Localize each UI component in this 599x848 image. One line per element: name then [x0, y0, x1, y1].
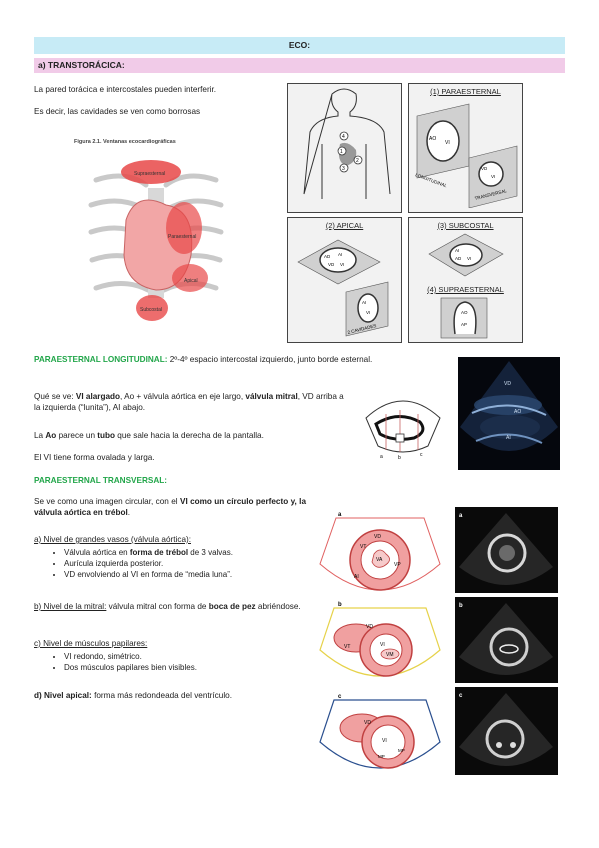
chamber-ai-2: AI: [362, 300, 366, 305]
level-a-title: a) Nivel de grandes vasos (válvula aórti…: [34, 535, 191, 544]
plong-paragraph-2: La Ao parece un tubo que sale hacia la d…: [34, 431, 264, 440]
list-item: VD envolviendo al VI en forma de “media …: [64, 569, 310, 580]
level-c-title: c) Nivel de músculos papilares:: [34, 639, 148, 648]
paraesternal-label: (1) PARAESTERNAL: [430, 87, 501, 96]
sc-label-vd: VD: [364, 720, 371, 726]
short-axis-diagram-a: a VT VD VA VP AI: [319, 512, 441, 591]
list-item: Dos músculos papilares bien visibles.: [64, 662, 310, 673]
subcostal-plane: AI AD VI: [428, 233, 504, 277]
chamber-vi: VI: [445, 140, 450, 146]
sb-label-vm: VM: [386, 652, 394, 658]
label-supraesternal: Supraesternal: [134, 171, 165, 177]
sb-label-vd: VD: [366, 624, 373, 630]
chamber-ao-2: AO: [461, 310, 468, 315]
window-number-3: 3: [342, 166, 345, 172]
label-apical: Apical: [184, 278, 198, 284]
panel-paraesternal: (1) PARAESTERNAL AO VI LONGITUDINAL VD V…: [408, 83, 523, 213]
sc-label-vi: VI: [382, 738, 387, 744]
sa-label-vp: VP: [394, 562, 401, 568]
plong-diagram: a b c: [365, 400, 441, 460]
diagram-letter-b-2: b: [338, 602, 342, 608]
subcostal-label: (3) SUBCOSTAL: [437, 221, 494, 230]
label-subcostal: Subcostal: [140, 307, 162, 313]
window-number-1: 1: [340, 149, 343, 155]
list-item: VI redondo, simétrico.: [64, 651, 310, 662]
list-item: Válvula aórtica en forma de trébol de 3 …: [64, 547, 310, 558]
sb-label-vi: VI: [380, 642, 385, 648]
diagram-letter-c-2: c: [338, 694, 342, 700]
ptrans-intro: Se ve como una imagen circular, con el V…: [34, 497, 306, 517]
window-number-2: 2: [356, 158, 359, 164]
echo-label-ao: AO: [514, 409, 521, 415]
sa-label-ai: AI: [354, 574, 359, 580]
chamber-ao: AO: [429, 136, 436, 142]
ribcage-figure: Supraesternal Paraesternal Apical Subcos…: [88, 160, 224, 321]
chamber-vi-3: VI: [340, 262, 344, 267]
panel-apical: (2) APICAL AD AI VD VI AI VI 2 CAVIDADES: [287, 217, 402, 343]
short-axis-echo-c: c: [455, 687, 558, 775]
plong-echo-image: VD AO AI: [458, 357, 560, 470]
window-number-4: 4: [342, 134, 345, 140]
plong-paragraph-3: El VI tiene forma ovalada y larga.: [34, 453, 155, 462]
short-axis-echo-a: a: [455, 507, 558, 593]
chamber-ai: AI: [338, 252, 342, 257]
supraesternal-label: (4) SUPRAESTERNAL: [427, 285, 504, 294]
sc-label-mp-2: MP: [398, 748, 405, 753]
level-a-list: Válvula aórtica en forma de trébol de 3 …: [34, 547, 310, 580]
sb-label-vt: VT: [344, 644, 350, 650]
chamber-vi-2: VI: [491, 174, 495, 179]
plong-heading-paragraph: PARAESTERNAL LONGITUDINAL: 2º-4º espacio…: [34, 354, 450, 365]
section-heading: a) TRANSTORÁCICA:: [34, 58, 565, 73]
diagram-letter-c: c: [420, 452, 423, 458]
label-paraesternal: Paraesternal: [168, 234, 196, 240]
panel-body-windows: 4 1 2 3: [287, 83, 402, 213]
echo-letter-b: b: [459, 603, 463, 609]
apical-planes: AD AI VD VI AI VI 2 CAVIDADES: [297, 239, 389, 337]
echo-letter-a: a: [459, 513, 463, 519]
chamber-vi-5: VI: [467, 256, 471, 261]
supraesternal-plane: AO AP: [440, 297, 488, 339]
intro-line-1: La pared torácica e intercostales pueden…: [34, 85, 217, 94]
ptrans-level-c: c) Nivel de músculos papilares: VI redon…: [34, 638, 310, 673]
short-axis-diagram-b: b VD VT VI VM: [319, 602, 441, 677]
sa-label-vd: VD: [374, 534, 381, 540]
echo-letter-c: c: [459, 693, 463, 699]
diagram-letter-b: b: [398, 455, 401, 460]
list-item: Aurícula izquierda posterior.: [64, 558, 310, 569]
ptrans-level-a: a) Nivel de grandes vasos (válvula aórti…: [34, 534, 310, 580]
diagram-letter-a: a: [380, 454, 383, 460]
intro-line-2: Es decir, las cavidades se ven como borr…: [34, 107, 201, 116]
short-axis-diagram-c: c VD VI MP MP: [319, 694, 441, 769]
sa-label-vt: VT: [360, 544, 366, 550]
ptrans-level-d: d) Nivel apical: forma más redondeada de…: [34, 691, 232, 700]
ptrans-heading: PARAESTERNAL TRANSVERSAL:: [34, 476, 167, 485]
echo-label-vd: VD: [504, 381, 511, 387]
short-axis-echo-b: b: [455, 597, 558, 683]
plong-heading-rest: 2º-4º espacio intercostal izquierdo, jun…: [167, 355, 373, 364]
plong-heading: PARAESTERNAL LONGITUDINAL:: [34, 355, 168, 364]
panel-subcostal-supra: (3) SUBCOSTAL AI AD VI (4) SUPRAESTERNAL…: [408, 217, 523, 343]
ptrans-level-b: b) Nivel de la mitral: válvula mitral co…: [34, 602, 301, 611]
figure-caption: Figura 2.1. Ventanas ecocardiográficas: [74, 139, 176, 145]
echo-label-ai: AI: [506, 435, 511, 441]
diagram-letter-a-2: a: [338, 512, 342, 518]
sa-label-va: VA: [376, 557, 383, 563]
chamber-ad: AD: [324, 254, 331, 259]
cavidades-label: 2 CAVIDADES: [347, 323, 377, 335]
apical-label: (2) APICAL: [325, 221, 364, 230]
level-c-list: VI redondo, simétrico. Dos músculos papi…: [34, 651, 310, 673]
chamber-vd: VD: [481, 166, 488, 171]
paraesternal-planes: AO VI LONGITUDINAL VD VI TRANSVERSAL: [415, 103, 518, 209]
page-title: ECO:: [34, 37, 565, 54]
torso-diagram: 4 1 2 3: [303, 88, 391, 199]
chamber-ai-3: AI: [455, 248, 459, 253]
plong-paragraph-1: Qué se ve: VI alargado, Ao + válvula aór…: [34, 392, 344, 412]
chamber-ap: AP: [461, 322, 467, 327]
chamber-ad-2: AD: [455, 256, 462, 261]
chamber-vd-2: VD: [328, 262, 335, 267]
sc-label-mp-1: MP: [378, 754, 385, 759]
chamber-vi-4: VI: [366, 310, 370, 315]
